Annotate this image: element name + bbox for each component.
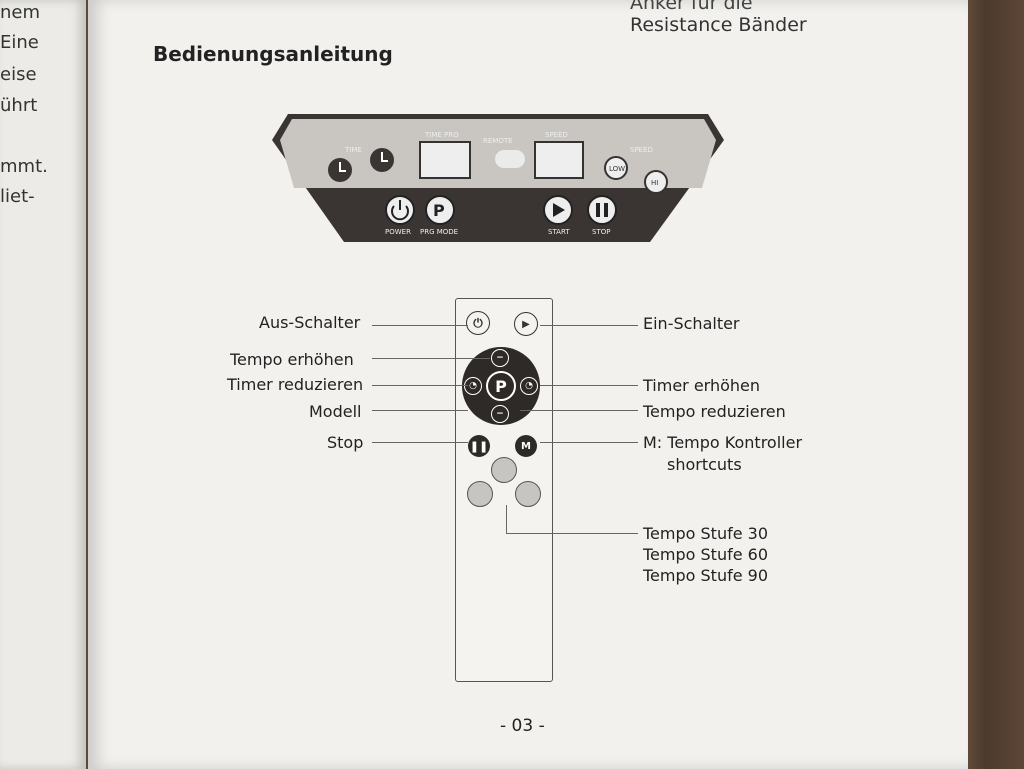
panel-low-label: LOW xyxy=(609,165,625,173)
control-panel-diagram: TIME TIME PRO REMOTE SPEED SPEED LOW HI … xyxy=(272,114,724,242)
leader-line xyxy=(540,325,638,326)
label-shortcuts: shortcuts xyxy=(667,455,742,474)
panel-speed-label: SPEED xyxy=(545,131,568,139)
panel-stop-label: STOP xyxy=(592,228,610,236)
leader-line xyxy=(540,442,638,443)
remote-stop-icon: ❚❚ xyxy=(468,435,490,457)
time-display xyxy=(419,141,471,179)
program-mode-icon xyxy=(425,195,455,225)
remote-speed-60-button xyxy=(467,481,493,507)
panel-timepro-label: TIME PRO xyxy=(424,131,459,139)
remote-tempo-down-icon: − xyxy=(491,405,509,423)
wooden-background xyxy=(960,0,1024,769)
label-tempo-stufe-60: Tempo Stufe 60 xyxy=(643,545,769,564)
label-tempo-stufe-90: Tempo Stufe 90 xyxy=(643,566,769,585)
label-timer-erhoehen: Timer erhöhen xyxy=(643,376,761,395)
label-m-tempo-kontroller: M: Tempo Kontroller xyxy=(643,433,803,452)
page-number: - 03 - xyxy=(500,716,545,736)
label-tempo-stufe-30: Tempo Stufe 30 xyxy=(643,524,769,543)
left-page-text: liet- xyxy=(0,186,35,207)
label-ein-schalter: Ein-Schalter xyxy=(643,314,740,333)
leader-line xyxy=(506,533,638,534)
left-page-text: ührt xyxy=(0,95,38,116)
label-tempo-erhoehen: Tempo erhöhen xyxy=(230,350,354,369)
panel-start-label: START xyxy=(548,228,570,236)
leader-line xyxy=(372,442,468,443)
remote-dpad: − − ◔ ◔ P xyxy=(462,347,540,425)
leader-line xyxy=(372,385,468,386)
leader-line xyxy=(372,410,468,411)
panel-remote-label: REMOTE xyxy=(483,137,513,145)
panel-power-label: POWER xyxy=(385,228,411,236)
leader-line xyxy=(372,325,468,326)
remote-timer-up-icon: ◔ xyxy=(520,377,538,395)
remote-program-icon: P xyxy=(486,371,516,401)
left-page-text: nem xyxy=(0,2,41,23)
label-timer-reduzieren: Timer reduzieren xyxy=(227,375,364,394)
leader-line xyxy=(506,505,507,533)
leader-line xyxy=(372,358,490,359)
remote-m-button: M xyxy=(515,435,537,457)
panel-prgmode-label: PRG MODE xyxy=(420,228,458,236)
remote-control: ⏻ ▶ − − ◔ ◔ P ❚❚ M xyxy=(455,298,553,682)
remote-sensor xyxy=(495,150,525,168)
page-title: Bedienungsanleitung xyxy=(153,42,393,66)
label-tempo-reduzieren: Tempo reduzieren xyxy=(643,402,786,421)
speed-hi-button xyxy=(644,170,668,194)
left-page-text: mmt. xyxy=(0,156,48,177)
label-modell: Modell xyxy=(309,402,362,421)
leader-line xyxy=(540,385,638,386)
label-stop: Stop xyxy=(327,433,364,452)
speed-low-button xyxy=(604,156,628,180)
remote-speed-90-button xyxy=(515,481,541,507)
stop-icon xyxy=(587,195,617,225)
label-aus-schalter: Aus-Schalter xyxy=(259,313,361,332)
page-header: Resistance Bänder xyxy=(630,14,807,36)
svg-text:P: P xyxy=(433,201,445,220)
remote-timer-down-icon: ◔ xyxy=(464,377,482,395)
left-page-text: Eine xyxy=(0,32,39,53)
remote-speed-30-button xyxy=(491,457,517,483)
panel-time-label: TIME xyxy=(344,146,362,154)
left-page-edge: nem Eine eise ührt mmt. liet- xyxy=(0,0,86,769)
remote-tempo-up-icon: − xyxy=(491,349,509,367)
panel-speed-right-label: SPEED xyxy=(630,146,653,154)
speed-display xyxy=(534,141,584,179)
remote-play-icon: ▶ xyxy=(514,312,538,336)
page-header-top: Anker für die xyxy=(630,0,753,14)
left-page-text: eise xyxy=(0,64,37,85)
leader-line xyxy=(520,410,638,411)
remote-power-icon: ⏻ xyxy=(466,311,490,335)
panel-hi-label: HI xyxy=(651,179,658,187)
